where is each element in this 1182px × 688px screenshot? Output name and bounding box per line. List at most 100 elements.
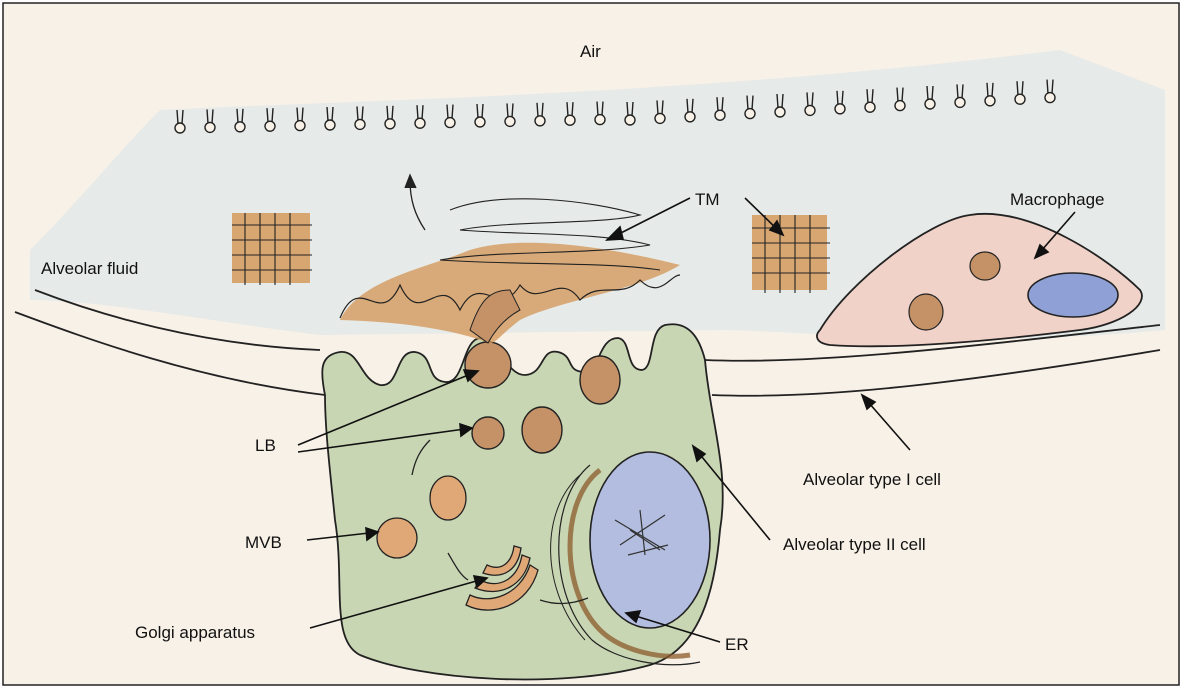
lipid-tail: [182, 110, 183, 124]
lamellar-body: [472, 417, 504, 449]
lipid-head: [175, 123, 185, 133]
lipid-head: [1045, 93, 1055, 103]
multivesicular-body: [430, 476, 466, 520]
lipid-tail: [1022, 81, 1023, 95]
label-golgi: Golgi apparatus: [135, 623, 255, 642]
lipid-head: [355, 119, 365, 129]
lipid-tail: [1052, 80, 1053, 94]
lipid-tail: [177, 110, 178, 124]
lipid-tail: [422, 105, 423, 119]
lipid-tail: [542, 103, 543, 117]
lipid-tail: [807, 92, 808, 106]
lipid-tail: [632, 102, 633, 116]
lipid-tail: [332, 107, 333, 121]
lipid-tail: [897, 88, 898, 102]
lipid-head: [475, 117, 485, 127]
tm-lattice-left: [232, 213, 312, 285]
lipid-head: [385, 119, 395, 129]
label-er: ER: [725, 635, 749, 654]
label-macrophage: Macrophage: [1010, 190, 1105, 209]
lipid-tail: [837, 91, 838, 105]
lipid-head: [205, 122, 215, 132]
lamellar-body: [580, 356, 620, 404]
lipid-head: [505, 116, 515, 126]
lipid-head: [325, 120, 335, 130]
lipid-head: [415, 118, 425, 128]
tm-lattice-right: [752, 215, 830, 293]
lipid-head: [715, 110, 725, 120]
lipid-tail: [362, 106, 363, 120]
lipid-head: [565, 115, 575, 125]
lipid-tail: [782, 94, 783, 108]
lipid-head: [835, 104, 845, 114]
lipid-head: [655, 113, 665, 123]
lipid-tail: [627, 102, 628, 116]
lipid-head: [895, 101, 905, 111]
lipid-tail: [962, 84, 963, 98]
lipid-tail: [512, 103, 513, 117]
label-tm: TM: [695, 190, 720, 209]
lipid-tail: [392, 106, 393, 120]
lipid-head: [805, 105, 815, 115]
lipid-tail: [1017, 81, 1018, 95]
lipid-tail: [207, 109, 208, 123]
lipid-tail: [812, 92, 813, 106]
lipid-tail: [242, 109, 243, 123]
lamellar-body: [522, 407, 562, 453]
lipid-tail: [387, 106, 388, 120]
lipid-head: [295, 121, 305, 131]
lipid-head: [1015, 94, 1025, 104]
label-type1: Alveolar type I cell: [803, 470, 941, 489]
lipid-tail: [417, 105, 418, 119]
lipid-head: [235, 122, 245, 132]
lipid-tail: [957, 84, 958, 98]
lipid-tail: [872, 89, 873, 103]
lipid-tail: [507, 103, 508, 117]
lipid-tail: [932, 86, 933, 100]
lipid-tail: [537, 103, 538, 117]
lipid-tail: [482, 104, 483, 118]
lipid-tail: [567, 102, 568, 116]
lipid-head: [985, 96, 995, 106]
lamellar-body: [465, 342, 511, 388]
lipid-tail: [357, 106, 358, 120]
lipid-tail: [302, 108, 303, 122]
lipid-tail: [212, 109, 213, 123]
lipid-head: [625, 115, 635, 125]
lipid-tail: [297, 108, 298, 122]
lipid-head: [775, 107, 785, 117]
lipid-tail: [987, 83, 988, 97]
lipid-tail: [992, 83, 993, 97]
lipid-head: [955, 97, 965, 107]
lipid-tail: [602, 102, 603, 116]
lipid-tail: [927, 86, 928, 100]
lipid-tail: [452, 105, 453, 119]
lipid-tail: [722, 97, 723, 111]
lipid-head: [595, 115, 605, 125]
lipid-tail: [842, 91, 843, 105]
lipid-tail: [272, 108, 273, 122]
type2-nucleus: [590, 452, 710, 628]
lipid-tail: [717, 97, 718, 111]
lipid-tail: [752, 96, 753, 110]
label-mvb: MVB: [245, 533, 282, 552]
lipid-tail: [327, 107, 328, 121]
lipid-tail: [687, 99, 688, 113]
lipid-tail: [662, 100, 663, 114]
label-type2: Alveolar type II cell: [783, 535, 926, 554]
lipid-tail: [477, 104, 478, 118]
lipid-tail: [597, 102, 598, 116]
macrophage-vesicle: [909, 294, 943, 330]
lipid-tail: [267, 108, 268, 122]
lipid-tail: [777, 94, 778, 108]
lipid-tail: [747, 96, 748, 110]
label-air: Air: [580, 42, 601, 61]
lipid-tail: [692, 99, 693, 113]
macrophage-vesicle: [970, 252, 1000, 280]
lipid-tail: [1047, 80, 1048, 94]
lipid-tail: [902, 88, 903, 102]
lipid-tail: [572, 102, 573, 116]
label-alveolar-fluid: Alveolar fluid: [41, 259, 138, 278]
lipid-head: [445, 118, 455, 128]
